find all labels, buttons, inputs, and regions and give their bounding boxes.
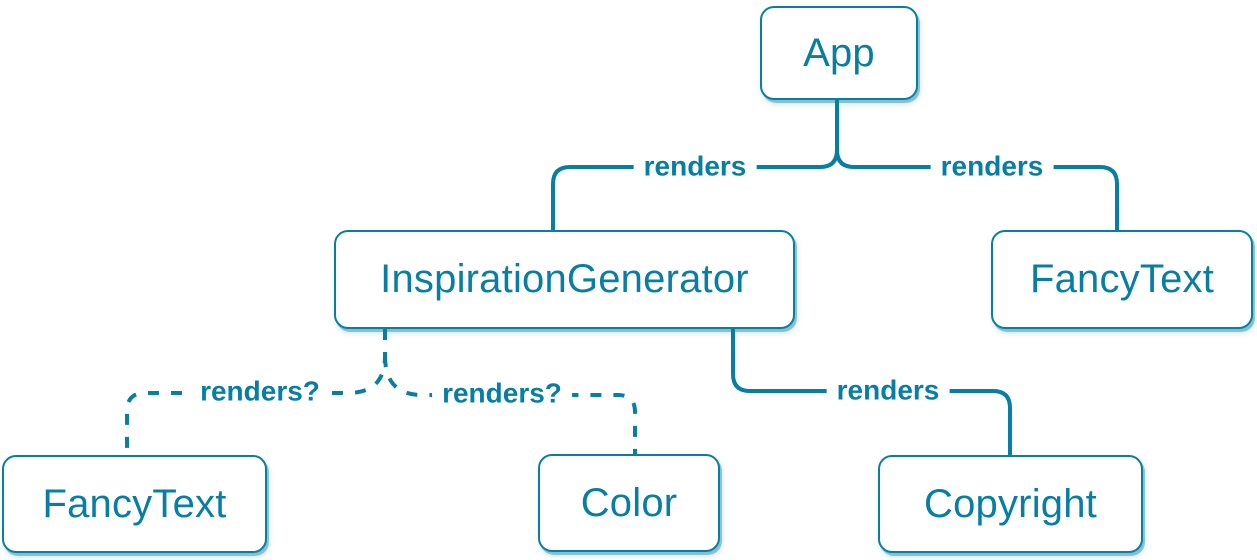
node-app: App [760,6,918,100]
edge-label-inspirationgenerator-copyright: renders [826,375,950,407]
node-inspiration-generator-label: InspirationGenerator [380,257,749,301]
node-app-label: App [803,30,875,75]
node-inspiration-generator: InspirationGenerator [334,230,795,329]
edge-inspirationgenerator-color [383,355,637,454]
node-fancy-text-bottom: FancyText [2,455,267,553]
edge-label-inspirationgenerator-color: renders? [432,378,572,410]
node-fancy-text-top-label: FancyText [1029,257,1215,301]
node-fancy-text-bottom-label: FancyText [42,481,227,526]
node-copyright-label: Copyright [924,481,1097,526]
node-color-label: Color [580,480,678,525]
edge-label-inspirationgenerator-fancytext: renders? [190,376,330,408]
node-copyright: Copyright [878,455,1143,553]
edge-app-fancytext [835,149,1119,230]
node-color: Color [538,454,720,552]
edge-label-app-inspirationgenerator: renders [633,151,757,183]
edge-label-app-fancytext: renders [930,151,1054,183]
node-fancy-text-top: FancyText [991,230,1253,329]
